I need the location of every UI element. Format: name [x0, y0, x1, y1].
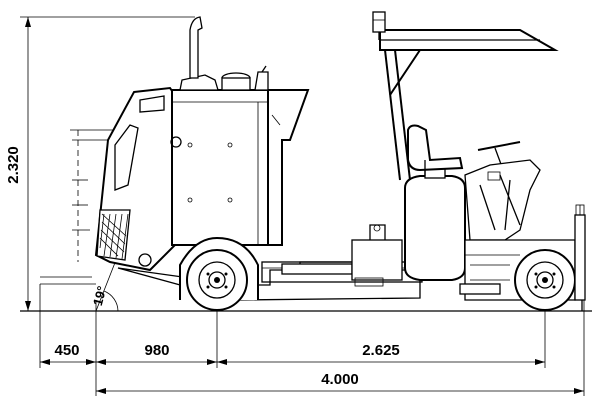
- front-nozzle-markers: [40, 129, 120, 285]
- height-label: 2.320: [5, 146, 22, 184]
- length-dimensions: 450 980 2.625 4.000: [39, 284, 585, 396]
- exhaust-pipe: [189, 16, 203, 79]
- rear-wheel: [514, 249, 576, 311]
- front-wheel: [179, 236, 259, 311]
- approach-angle-label: 19°: [90, 284, 110, 307]
- operator-seat-icon: [407, 124, 464, 176]
- canopy: [379, 29, 559, 181]
- gas-tank: [404, 167, 466, 281]
- front-overhang-label: 450: [54, 342, 79, 359]
- wheelbase-label: 2.625: [362, 342, 400, 359]
- machine-body: [94, 11, 586, 311]
- warning-beacon-icon: [372, 11, 386, 40]
- total-length-label: 4.000: [321, 371, 359, 388]
- front-to-axle-label: 980: [144, 342, 169, 359]
- front-grille: [96, 209, 131, 261]
- approach-angle: 19°: [90, 254, 119, 312]
- height-dimension: 2.320: [5, 16, 195, 311]
